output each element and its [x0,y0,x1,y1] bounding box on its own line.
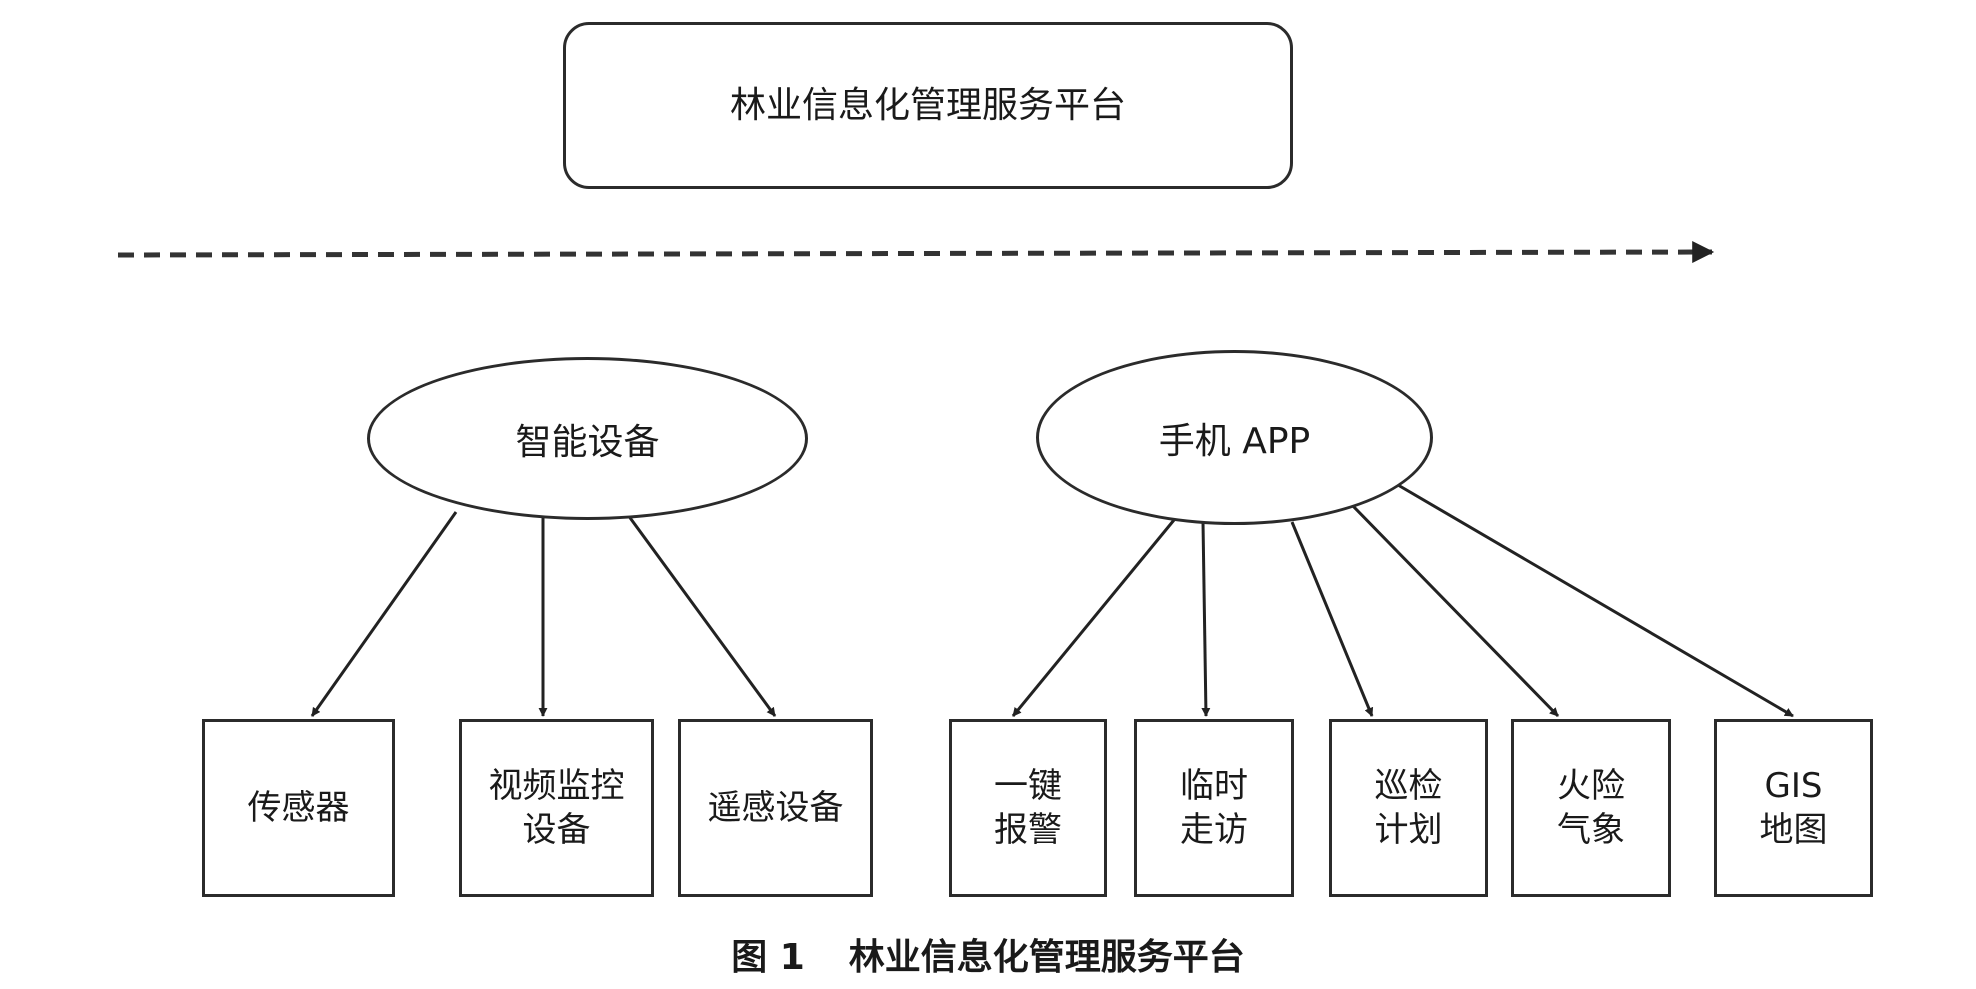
leaf-visit-line-2: 走访 [1180,810,1248,850]
leaf-sensor: 传感器 [202,719,395,897]
leaf-video-line-2: 设备 [522,810,591,850]
leaf-temporary-visit: 临时 走访 [1134,719,1294,897]
smart-devices-label: 智能设备 [515,421,660,463]
arrow-devices-to-sensor [310,511,458,717]
leaf-remote-line-1: 遥感设备 [707,788,844,828]
flow-dashed-arrow [117,241,1715,264]
smart-devices-node: 智能设备 [367,357,808,520]
leaf-gis-line-1: GIS [1764,766,1823,806]
leaf-remote-sensing: 遥感设备 [678,719,873,897]
platform-title: 林业信息化管理服务平台 [729,84,1126,126]
leaf-fire-line-1: 火险 [1557,766,1625,806]
leaf-patrol-plan: 巡检 计划 [1329,719,1488,897]
leaf-fire-line-2: 气象 [1557,810,1625,850]
leaf-gis-map: GIS 地图 [1714,719,1873,897]
leaf-patrol-line-2: 计划 [1374,810,1443,850]
leaf-sensor-line-1: 传感器 [247,788,350,828]
arrow-devices-to-remote [626,514,777,717]
mobile-app-label: 手机 APP [1158,420,1311,462]
leaf-video-monitoring: 视频监控 设备 [459,719,654,897]
arrow-app-to-gis [1397,483,1794,718]
leaf-one-key-alarm: 一键 报警 [949,719,1107,897]
leaf-fire-weather: 火险 气象 [1511,719,1671,897]
arrow-app-to-fire [1350,503,1560,718]
arrow-app-to-visit [1201,521,1211,717]
leaf-video-line-1: 视频监控 [488,766,625,806]
mobile-app-node: 手机 APP [1036,350,1433,525]
leaf-alarm-line-2: 报警 [994,810,1062,850]
leaf-alarm-line-1: 一键 [994,766,1062,806]
figure-caption: 图 1 林业信息化管理服务平台 [0,928,1976,980]
figure-number: 图 1 [731,937,805,978]
leaf-gis-line-2: 地图 [1759,810,1828,850]
figure-title: 林业信息化管理服务平台 [848,937,1245,978]
leaf-patrol-line-1: 巡检 [1374,766,1443,806]
arrow-app-to-alarm [1011,519,1176,717]
arrow-app-to-patrol [1290,521,1374,717]
platform-title-box: 林业信息化管理服务平台 [563,22,1293,189]
leaf-visit-line-1: 临时 [1180,766,1248,806]
